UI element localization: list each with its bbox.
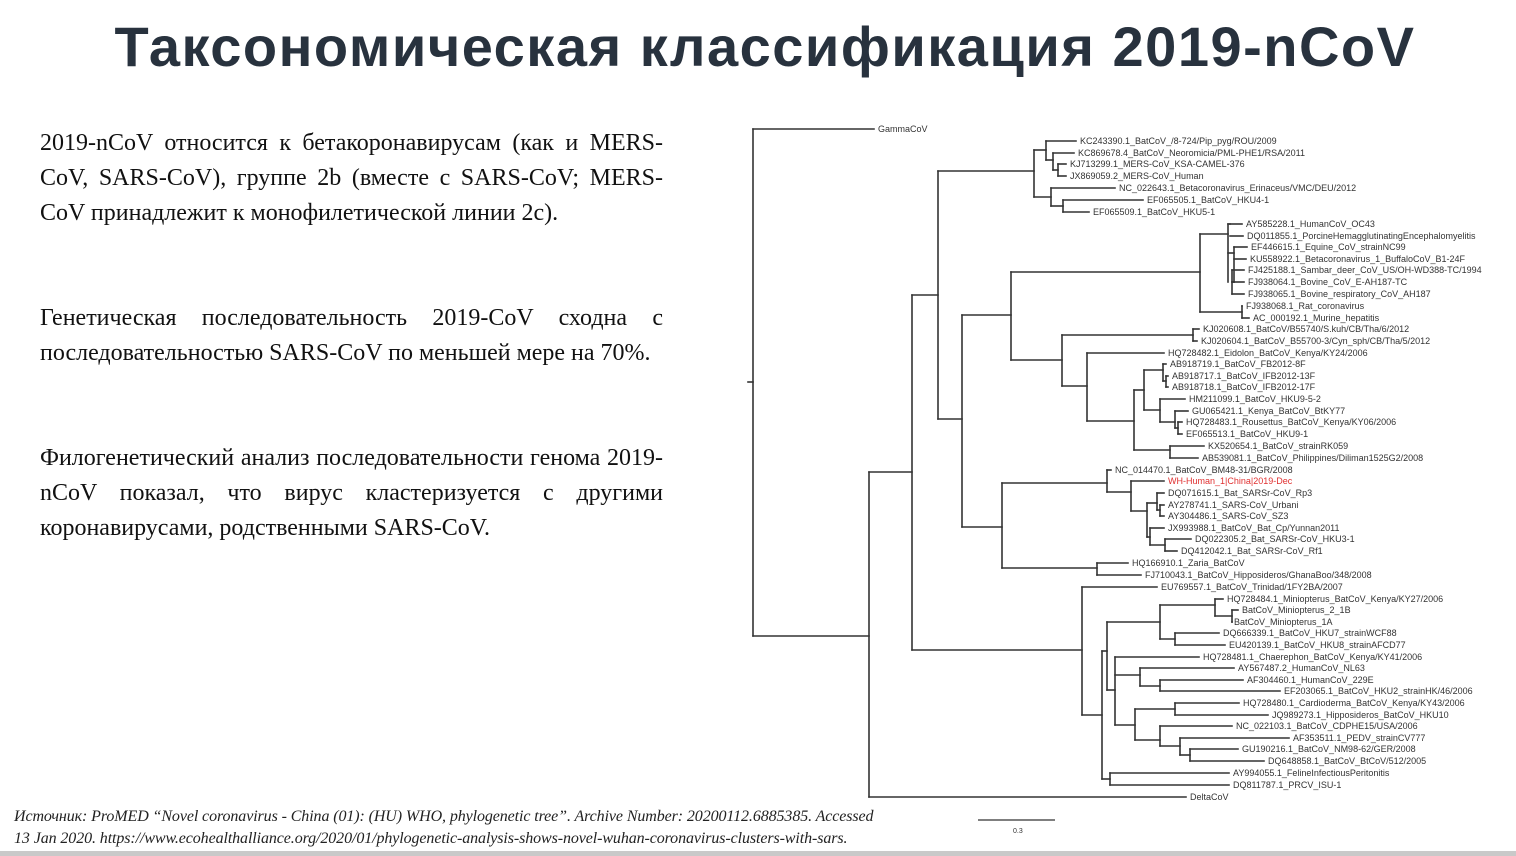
tree-leaf-label: KC243390.1_BatCoV_/8-724/Pip_pyg/ROU/200… (1080, 136, 1277, 146)
scale-bar-label: 0.3 (1013, 828, 1023, 835)
citation-line-2: 13 Jan 2020. https://www.ecohealthallian… (14, 830, 848, 847)
tree-leaf-label: FJ710043.1_BatCoV_Hipposideros/GhanaBoo/… (1145, 570, 1372, 580)
tree-leaf-label: HQ728482.1_Eidolon_BatCoV_Kenya/KY24/200… (1168, 348, 1368, 358)
tree-leaf-label: HQ728484.1_Miniopterus_BatCoV_Kenya/KY27… (1227, 594, 1443, 604)
tree-leaf-label: FJ938065.1_Bovine_respiratory_CoV_AH187 (1248, 289, 1431, 299)
tree-leaf-label: DQ811787.1_PRCV_ISU-1 (1233, 780, 1341, 790)
tree-leaf-label: AB918719.1_BatCoV_FB2012-8F (1170, 359, 1306, 369)
tree-leaf-label: KU558922.1_Betacoronavirus_1_BuffaloCoV_… (1250, 254, 1465, 264)
tree-leaf-label: DQ071615.1_Bat_SARSr-CoV_Rp3 (1168, 488, 1312, 498)
tree-branches (747, 128, 1290, 798)
tree-leaf-label: HQ728481.1_Chaerephon_BatCoV_Kenya/KY41/… (1203, 652, 1422, 662)
tree-leaf-label: AY585228.1_HumanCoV_OC43 (1246, 219, 1375, 229)
slide-title: Таксономическая классификация 2019-nCoV (114, 15, 1416, 78)
tree-leaf-label: DQ412042.1_Bat_SARSr-CoV_Rf1 (1181, 546, 1323, 556)
tree-leaf-label: FJ938068.1_Rat_coronavirus (1246, 301, 1365, 311)
tree-leaf-label: EF065505.1_BatCoV_HKU4-1 (1147, 195, 1269, 205)
tree-leaf-label: GU065421.1_Kenya_BatCoV_BtKY77 (1192, 406, 1345, 416)
tree-leaf-label: HQ728480.1_Cardioderma_BatCoV_Kenya/KY43… (1243, 698, 1465, 708)
tree-leaf-label: BatCoV_Miniopterus_1A (1234, 617, 1333, 627)
tree-leaf-label: FJ425188.1_Sambar_deer_CoV_US/OH-WD388-T… (1248, 265, 1482, 275)
tree-leaf-label: AB918717.1_BatCoV_IFB2012-13F (1172, 371, 1316, 381)
tree-leaf-label: AY994055.1_FelineInfectiousPeritonitis (1233, 768, 1390, 778)
tree-leaf-label: EF065509.1_BatCoV_HKU5-1 (1093, 207, 1215, 217)
tree-leaf-label: BatCoV_Miniopterus_2_1B (1242, 605, 1351, 615)
tree-leaf-label: KJ020604.1_BatCoV_B55700-3/Cyn_sph/CB/Th… (1201, 336, 1430, 346)
tree-leaf-label: NC_022643.1_Betacoronavirus_Erinaceus/VM… (1119, 183, 1356, 193)
tree-leaf-label: GU190216.1_BatCoV_NM98-62/GER/2008 (1242, 744, 1416, 754)
tree-leaf-label: AC_000192.1_Murine_hepatitis (1253, 313, 1380, 323)
tree-leaf-label: NC_022103.1_BatCoV_CDPHE15/USA/2006 (1236, 721, 1418, 731)
tree-leaf-label: FJ938064.1_Bovine_CoV_E-AH187-TC (1248, 277, 1408, 287)
tree-leaf-label: AY278741.1_SARS-CoV_Urbani (1168, 500, 1298, 510)
tree-leaf-label: WH-Human_1|China|2019-Dec (1168, 476, 1293, 486)
tree-leaf-label: KJ020608.1_BatCoV/B55740/S.kuh/CB/Tha/6/… (1203, 324, 1409, 334)
paragraph-classification: 2019-nCoV относится к бетакоронавирусам … (40, 130, 663, 226)
tree-leaf-label: EF203065.1_BatCoV_HKU2_strainHK/46/2006 (1284, 686, 1473, 696)
tree-leaf-labels: GammaCoV KC243390.1_BatCoV_/8-724/Pip_pyg… (878, 124, 1482, 802)
tree-leaf-label: DQ666339.1_BatCoV_HKU7_strainWCF88 (1223, 628, 1397, 638)
tree-leaf-label: HQ728483.1_Rousettus_BatCoV_Kenya/KY06/2… (1186, 417, 1396, 427)
tree-leaf-label: AF304460.1_HumanCoV_229E (1247, 675, 1374, 685)
tree-leaf-label: AY567487.2_HumanCoV_NL63 (1238, 663, 1365, 673)
tree-leaf-label: JQ989273.1_Hipposideros_BatCoV_HKU10 (1272, 710, 1449, 720)
tree-leaf-label: DQ011855.1_PorcineHemagglutinatingEnceph… (1247, 231, 1476, 241)
citation-line-1: Источник: ProMED “Novel coronavirus - Ch… (14, 808, 874, 825)
tree-leaf-label: HM211099.1_BatCoV_HKU9-5-2 (1189, 394, 1321, 404)
tree-leaf-label: AB539081.1_BatCoV_Philippines/Diliman152… (1202, 453, 1423, 463)
tree-leaf-label: AB918718.1_BatCoV_IFB2012-17F (1172, 382, 1316, 392)
tree-leaf-label: EF446615.1_Equine_CoV_strainNC99 (1251, 242, 1406, 252)
paragraph-phylogenetic-analysis: Филогенетический анализ последовательнос… (40, 445, 663, 541)
tree-leaf-label: DQ022305.2_Bat_SARSr-CoV_HKU3-1 (1195, 534, 1355, 544)
tree-leaf-label: GammaCoV (878, 124, 928, 134)
paragraph-genetic-similarity: Генетическая последовательность 2019-CoV… (40, 305, 663, 366)
tree-leaf-label: NC_014470.1_BatCoV_BM48-31/BGR/2008 (1115, 465, 1293, 475)
tree-leaf-label: JX869059.2_MERS-CoV_Human (1070, 171, 1204, 181)
tree-leaf-label: EU769557.1_BatCoV_Trinidad/1FY2BA/2007 (1161, 582, 1343, 592)
tree-leaf-label: KJ713299.1_MERS-CoV_KSA-CAMEL-376 (1070, 159, 1245, 169)
tree-leaf-label: KC869678.4_BatCoV_Neoromicia/PML-PHE1/RS… (1078, 148, 1305, 158)
tree-leaf-label: EU420139.1_BatCoV_HKU8_strainAFCD77 (1229, 640, 1406, 650)
source-citation: Источник: ProMED “Novel coronavirus - Ch… (14, 806, 974, 850)
tree-leaf-label: KX520654.1_BatCoV_strainRK059 (1208, 441, 1348, 451)
bottom-strip (0, 851, 1516, 856)
tree-leaf-label: HQ166910.1_Zaria_BatCoV (1132, 558, 1245, 568)
tree-leaf-label: DeltaCoV (1190, 792, 1229, 802)
tree-leaf-label: JX993988.1_BatCoV_Bat_Cp/Yunnan2011 (1168, 523, 1339, 533)
tree-leaf-label: EF065513.1_BatCoV_HKU9-1 (1186, 429, 1308, 439)
tree-leaf-label: AF353511.1_PEDV_strainCV777 (1293, 733, 1425, 743)
tree-leaf-label: AY304486.1_SARS-CoV_SZ3 (1168, 511, 1288, 521)
tree-leaf-label: DQ648858.1_BatCoV_BtCoV/512/2005 (1268, 756, 1426, 766)
